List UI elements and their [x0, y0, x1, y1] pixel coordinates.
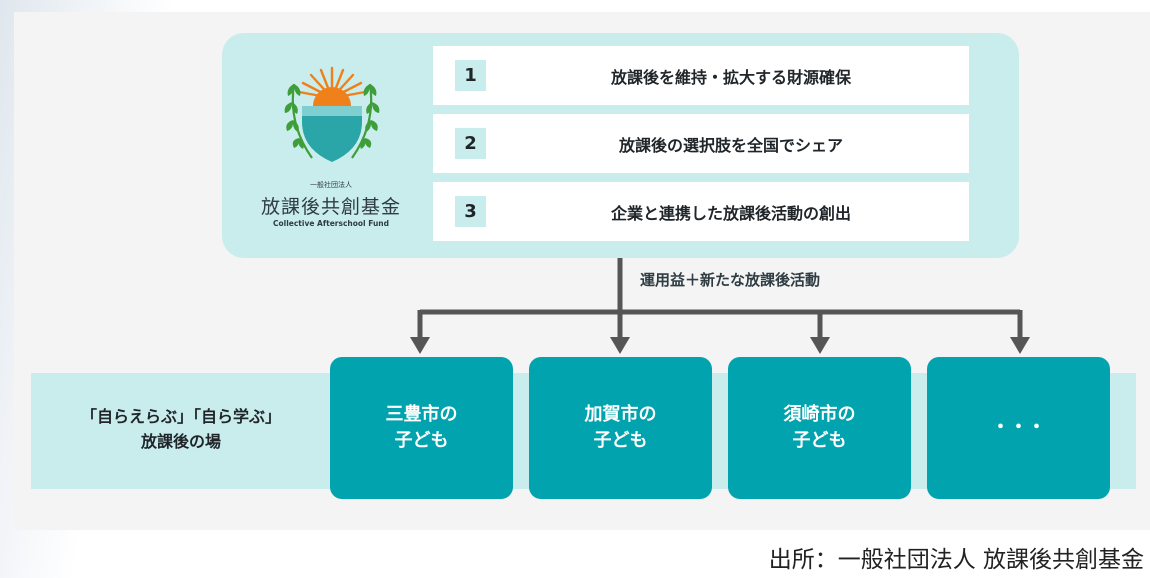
flow-label: 運用益＋新たな放課後活動: [640, 271, 821, 289]
city-box-kaga: 加賀市の 子ども: [529, 357, 712, 499]
arrow-head-1: [410, 337, 430, 354]
goal-number: 1: [455, 60, 486, 91]
city-line1: ・・・: [991, 417, 1046, 438]
arrow-head-2: [610, 337, 630, 354]
city-box-mitoyo: 三豊市の 子ども: [330, 357, 513, 499]
city-line1: 三豊市の: [385, 404, 458, 425]
logo-name: 放課後共創基金: [260, 196, 401, 218]
source-caption: 出所：一般社団法人 放課後共創基金: [768, 547, 1144, 573]
goal-item-2: 2 放課後の選択肢を全国でシェア: [433, 114, 969, 173]
logo-name-en: Collective Afterschool Fund: [272, 219, 390, 228]
goal-number: 2: [455, 128, 486, 159]
city-line1: 須崎市の: [783, 404, 856, 425]
goal-text: 放課後を維持・拡大する財源確保: [610, 67, 851, 87]
city-line2: 子ども: [394, 430, 449, 451]
city-box-more: ・・・: [927, 357, 1110, 499]
goal-number: 3: [455, 196, 486, 227]
goal-text: 放課後の選択肢を全国でシェア: [618, 135, 843, 155]
goal-item-1: 1 放課後を維持・拡大する財源確保: [433, 46, 969, 105]
city-line2: 子ども: [593, 430, 648, 451]
ground-label-line2: 放課後の場: [140, 432, 221, 451]
logo-org-type: 一般社団法人: [310, 181, 352, 189]
ground-label-line1: 「自らえらぶ」「自ら学ぶ」: [80, 407, 281, 426]
goal-item-3: 3 企業と連携した放課後活動の創出: [433, 182, 969, 241]
fund-logo: 一般社団法人 放課後共創基金 Collective Afterschool Fu…: [236, 54, 426, 244]
goal-text: 企業と連携した放課後活動の創出: [610, 203, 851, 223]
arrow-head-3: [810, 337, 830, 354]
city-line2: 子ども: [792, 430, 847, 451]
city-line1: 加賀市の: [584, 404, 657, 425]
city-box-susaki: 須崎市の 子ども: [728, 357, 911, 499]
arrow-head-4: [1010, 337, 1030, 354]
fund-emblem-icon: [284, 66, 380, 162]
afterschool-ground-label: 「自らえらぶ」「自ら学ぶ」 放課後の場: [48, 404, 314, 454]
